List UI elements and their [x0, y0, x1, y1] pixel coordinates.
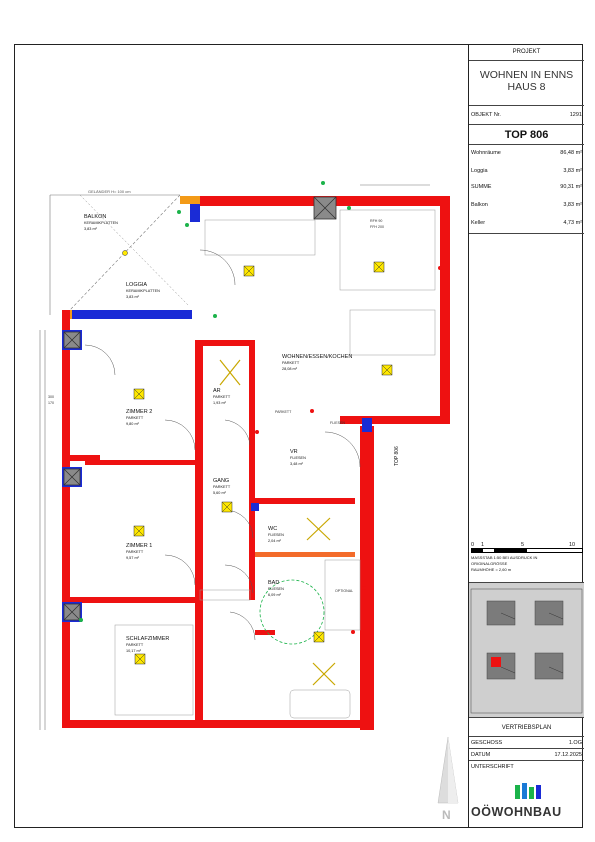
sill-height-1: 300 — [48, 395, 54, 399]
scale-1: 1 — [481, 542, 485, 548]
room-area-wc: 2,04 m² — [268, 539, 282, 543]
object-label: OBJEKT Nr. — [471, 112, 501, 118]
scale-note-1: MASSSTAB 1:50 BEI AUSDRUCK IN — [471, 555, 538, 560]
fliesen-label: FLIESEN — [330, 421, 345, 425]
room-area-vr: 3,48 m² — [290, 462, 304, 466]
title-block: PROJEKT WOHNEN IN ENNS HAUS 8 OBJEKT Nr.… — [468, 44, 584, 828]
scale-note-2: ORIGINALGRÖSSE — [471, 561, 508, 566]
room-floor-schlafzimmer: PARKETT — [126, 643, 144, 647]
room-area-wohnen: 28,08 m² — [282, 367, 298, 371]
room-floor-zimmer2: PARKETT — [126, 416, 144, 420]
project-label-cell: PROJEKT — [469, 44, 584, 61]
scale-5: 5 — [521, 542, 525, 548]
unterschrift-label: UNTERSCHRIFT — [471, 764, 514, 770]
room-area-ar: 1,93 m² — [213, 401, 227, 405]
sill-height-2: 170 — [48, 401, 54, 405]
geschoss-label: GESCHOSS — [471, 740, 503, 746]
project-name-cell: WOHNEN IN ENNS HAUS 8 — [469, 61, 584, 106]
geschoss-cell: GESCHOSS 1.OG — [469, 737, 584, 749]
datum-label: DATUM — [471, 752, 491, 758]
railing-label: GELÄNDER H= 100 cm — [88, 189, 131, 194]
room-floor-wohnen: PARKETT — [282, 361, 300, 365]
room-name-bad: BAD — [268, 580, 279, 586]
room-area-gang: 5,60 m² — [213, 491, 227, 495]
north-arrow-icon: N — [437, 736, 459, 822]
object-number-cell: OBJEKT Nr. 1291 — [469, 106, 584, 125]
top-number-label: TOP 806 — [394, 446, 400, 466]
datum-value: 17.12.2025 — [554, 752, 582, 758]
room-floor-bad: FLIESEN — [268, 587, 284, 591]
vertriebsplan-label: VERTRIEBSPLAN — [501, 725, 552, 731]
optional-label: OPTIONAL — [335, 589, 353, 593]
project-name-line2: HAUS 8 — [507, 81, 546, 93]
scale-note-3: RAUMHÖHE = 2,60 m — [471, 567, 512, 572]
rfh-label: RFH 90 — [370, 219, 382, 223]
room-area-loggia: 3,83 m² — [126, 295, 140, 299]
room-floor-gang: PARKETT — [213, 485, 231, 489]
top-cell: TOP 806 — [469, 125, 584, 145]
signature-cell: UNTERSCHRIFT OÖWOHNBAU — [469, 761, 584, 828]
room-name-loggia: LOGGIA — [126, 282, 147, 288]
room-name-zimmer1: ZIMMER 1 — [126, 543, 152, 549]
project-name-line1: WOHNEN IN ENNS — [479, 69, 574, 81]
room-name-wohnen: WOHNEN/ESSEN/KOCHEN — [282, 354, 352, 360]
room-name-schlafzimmer: SCHLAFZIMMER — [126, 636, 169, 642]
room-name-gang: GANG — [213, 478, 229, 484]
rfh-label-2: FFH 200 — [370, 225, 384, 229]
logo-text: OÖWOHNBAU — [471, 805, 562, 819]
room-floor-ar: PARKETT — [213, 395, 231, 399]
sheet-frame — [14, 44, 583, 828]
room-area-zimmer2: 9,80 m² — [126, 422, 140, 426]
room-floor-zimmer1: PARKETT — [126, 550, 144, 554]
scale-bar: 0 1 5 10 MASSSTAB 1:50 BEI AUSDRUCK IN O… — [471, 542, 583, 580]
datum-cell: DATUM 17.12.2025 — [469, 749, 584, 761]
object-number: 1291 — [569, 112, 582, 118]
vertriebsplan-cell: VERTRIEBSPLAN — [469, 717, 584, 737]
room-name-wc: WC — [268, 526, 277, 532]
scale-10: 10 — [569, 542, 576, 548]
room-name-zimmer2: ZIMMER 2 — [126, 409, 152, 415]
parkett-label: PARKETT — [275, 410, 292, 414]
room-floor-balkon: KERAMIKPLATTEN — [84, 221, 118, 225]
scale-0: 0 — [471, 542, 475, 548]
room-area-balkon: 3,83 m² — [84, 227, 98, 231]
room-area-schlafzimmer: 10,17 m² — [126, 649, 142, 653]
geschoss-value: 1.OG — [568, 740, 582, 746]
logo-mark — [515, 783, 541, 799]
svg-text:N: N — [442, 808, 451, 822]
room-floor-vr: FLIESEN — [290, 456, 306, 460]
room-name-ar: AR — [213, 388, 221, 394]
room-area-zimmer1: 9,57 m² — [126, 556, 140, 560]
room-name-balkon: BALKON — [84, 214, 106, 220]
top-label: TOP 806 — [504, 129, 549, 141]
room-name-vr: VR — [290, 449, 298, 455]
room-floor-loggia: KERAMIKPLATTEN — [126, 289, 160, 293]
project-label: PROJEKT — [512, 49, 541, 55]
site-plan — [469, 582, 584, 718]
room-area-bad: 6,09 m² — [268, 593, 282, 597]
room-floor-wc: FLIESEN — [268, 533, 284, 537]
